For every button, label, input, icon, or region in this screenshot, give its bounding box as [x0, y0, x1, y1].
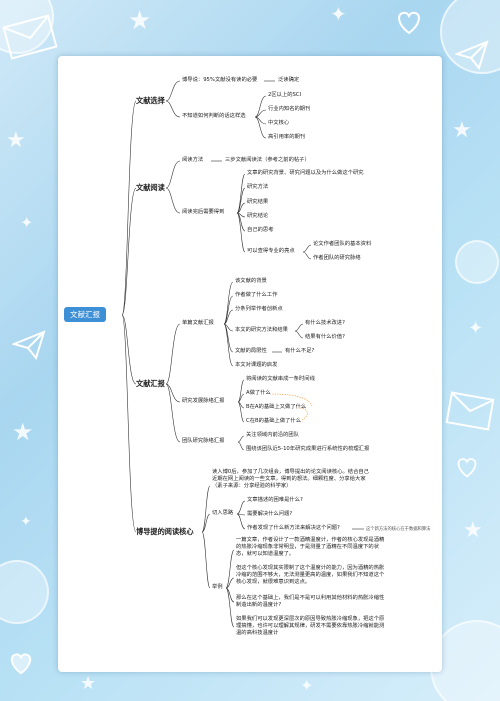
node-single-item: 作者做了什么工作 — [235, 292, 278, 298]
heart-icon — [455, 455, 479, 479]
node-limitation-question: 有什么不足? — [285, 348, 315, 354]
node-team-item: 关注领域内前沿的团队 — [246, 432, 299, 438]
node-criteria-item: 中文核心 — [268, 120, 290, 126]
star-icon: ✦ — [20, 213, 34, 232]
node-reading-outcomes: 阅读完后需要得到 — [182, 209, 225, 215]
node-highlight-item: 论文作者团队的基本资料 — [313, 241, 372, 247]
star-icon: ✦ — [20, 514, 32, 530]
node-single-item: 文献的局限性 — [235, 348, 267, 354]
section-literature-report: 文献汇报 — [136, 379, 165, 388]
node-example-paragraph: 如果我们可以发现更深层次的原因导致热胀冷缩现象，把这个原理搞懂，也许可以理解其规… — [236, 616, 385, 636]
star-icon: ✦ — [468, 318, 484, 339]
envelope-icon — [445, 391, 495, 431]
node-approach-question: 文章描述的困难是什么? — [247, 497, 303, 503]
node-development-report: 研究发展脉络汇报 — [182, 398, 225, 404]
node-outcome-item: 研究方法 — [247, 184, 269, 190]
star-icon: ★ — [12, 418, 34, 446]
node-team-item: 围绕该团队近5-10年研究成果进行系统性的梳理汇报 — [246, 446, 370, 452]
node-single-report: 单篇文献汇报 — [182, 320, 214, 326]
node-method-question: 有什么技术改进? — [305, 320, 345, 326]
node-single-item: 本文的研究方法和结果 — [235, 327, 288, 333]
star-icon: ★ — [452, 118, 472, 143]
node-three-step-method: 三步文献阅读法（参考之前的帖子） — [225, 157, 310, 163]
mindmap-paper — [58, 56, 442, 672]
node-advisor-quote: 博导说：95%文献没有读的必要 — [182, 77, 258, 83]
star-icon: ✦ — [300, 676, 314, 695]
heart-icon — [395, 8, 423, 36]
node-outcome-item: 研究结果 — [247, 199, 269, 205]
node-outcome-item: 可以查得专业的亮点 — [247, 248, 295, 254]
star-icon: ★ — [6, 128, 26, 153]
node-team-report: 团队研究脉络汇报 — [182, 438, 225, 444]
node-selection-criteria: 不知道如何判断的话这样选 — [182, 113, 246, 119]
node-criteria-item: 高引用率的期刊 — [268, 134, 306, 140]
bubble-decoration — [455, 240, 499, 284]
node-single-item: 本文对课题的启发 — [235, 362, 278, 368]
node-outcome-item: 研究结论 — [247, 213, 269, 219]
star-icon: ★ — [463, 518, 483, 543]
node-reading-method: 阅读方法 — [182, 157, 204, 163]
node-approach-question: 需要解决什么问题? — [247, 511, 293, 517]
node-skim-confirm: 泛读确定 — [278, 77, 300, 83]
node-outcome-item: 文章的研究背景、研究问题以及为什么做这个研究 — [247, 170, 364, 176]
node-single-item: 分条列举作者创新点 — [235, 306, 283, 312]
node-example: 举例 — [212, 584, 223, 590]
paper-plane-icon — [10, 330, 46, 361]
root-node: 文献汇报 — [64, 307, 106, 322]
node-approach-question: 作者发现了什么新方法来解决这个问题? — [247, 525, 340, 531]
node-single-item: 该文献的背景 — [235, 278, 267, 284]
node-development-item: 将阅读的文献串成一条时间线 — [246, 376, 315, 382]
paper-plane-icon — [453, 40, 489, 71]
section-literature-reading: 文献阅读 — [136, 183, 165, 192]
star-icon: ✦ — [330, 2, 347, 26]
node-highlight-item: 作者团队的研究脉络 — [313, 255, 361, 261]
bubble-decoration — [0, 560, 49, 624]
node-development-item: C在B的基础上做了什么 — [246, 418, 302, 424]
node-core-intro: 读入博0后，参加了几次组会，博导提出的论文阅读核心。结合自己近期在网上阅读的一些… — [212, 469, 369, 489]
section-literature-selection: 文献选择 — [136, 96, 165, 105]
node-criteria-item: 行业内知名的期刊 — [268, 106, 311, 112]
star-icon: ★ — [80, 673, 97, 694]
heart-icon — [8, 650, 34, 676]
node-development-item: B在A的基础上又做了什么 — [246, 404, 307, 410]
star-icon: ★ — [128, 6, 152, 36]
envelope-icon — [2, 14, 58, 60]
node-example-paragraph: 一篇文章，作者设计了一款酒精温度计，作者的核心发现是酒精的热胀冷缩现象非常明显，… — [236, 537, 385, 557]
section-reading-core: 博导提的阅读核心 — [136, 527, 194, 536]
node-example-paragraph: 那么在这个基础上，我们是不是可以利用其他材料的热胀冷缩性制造出新的温度计? — [236, 595, 385, 608]
node-entry-approach: 切入思路 — [212, 510, 234, 516]
node-criteria-item: 2区以上的SCI — [268, 92, 302, 98]
node-outcome-item: 自己的思考 — [247, 227, 274, 233]
node-development-item: A做了什么 — [246, 390, 271, 396]
node-example-paragraph: 但这个核心发现其实限制了这个温度计的能力，因为酒精的热胀冷缩的范围不够大，无法测… — [236, 565, 385, 585]
node-approach-note: 这个新方法的核心在于数据和算法 — [366, 527, 431, 532]
node-method-question: 结果有什么价值? — [305, 334, 345, 340]
